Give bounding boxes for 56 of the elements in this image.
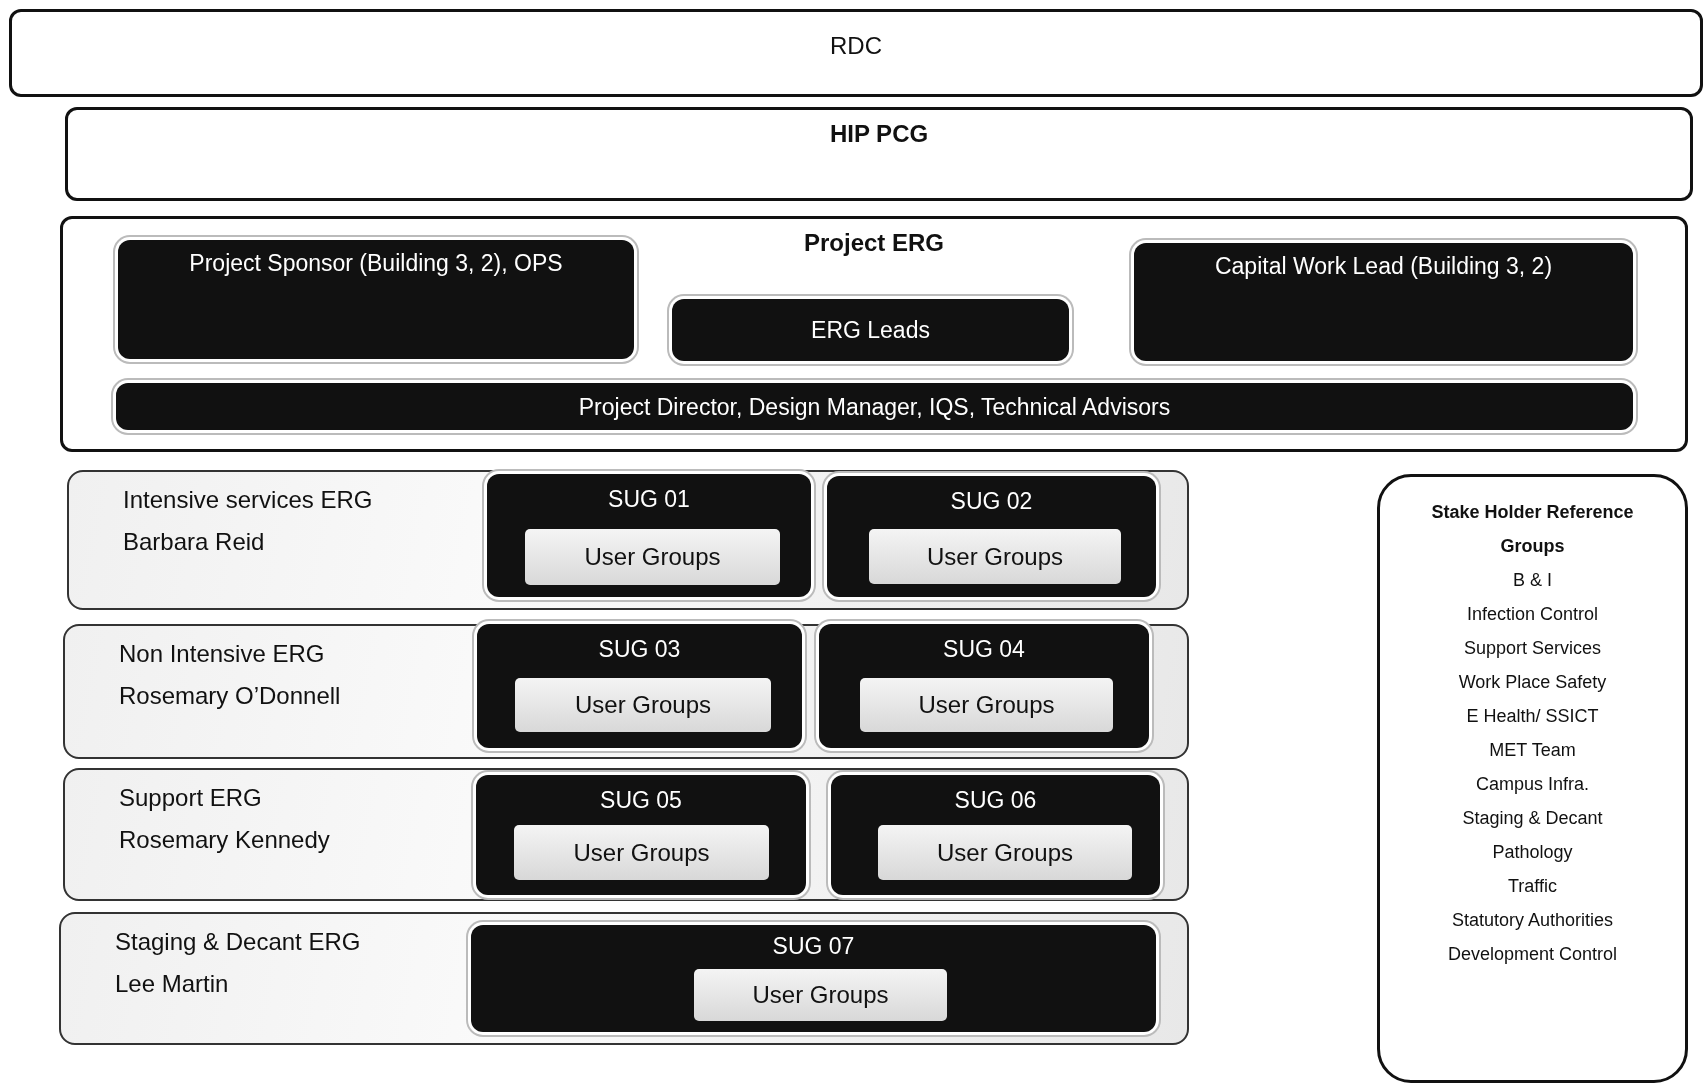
list-item: MET Team — [1488, 739, 1577, 762]
role-label: Capital Work Lead (Building 3, 2) — [1213, 253, 1554, 280]
user-group-box — [860, 678, 1113, 732]
group-title: Non Intensive ERG — [119, 640, 325, 668]
committee-box — [9, 9, 1703, 97]
group-title: Staging & Decant ERG — [115, 928, 361, 956]
heading: HIP PCG — [828, 120, 930, 148]
person-name: Rosemary O’Donnell — [119, 682, 341, 710]
group-title: Intensive services ERG — [123, 486, 373, 514]
person-name: Rosemary Kennedy — [119, 826, 330, 854]
user-group-box — [878, 825, 1132, 880]
list-item: Statutory Authorities — [1450, 909, 1615, 932]
user-group-box — [514, 825, 769, 880]
group-code: SUG 03 — [597, 636, 682, 663]
user-group-box — [525, 529, 780, 585]
group-code: SUG 07 — [771, 933, 856, 960]
role-label: ERG Leads — [810, 316, 931, 344]
heading: RDC — [829, 32, 883, 60]
group-code: SUG 02 — [949, 488, 1034, 515]
list-item: Infection Control — [1465, 603, 1600, 626]
list-item: Traffic — [1507, 875, 1558, 898]
group-code: SUG 05 — [599, 787, 683, 814]
group-code: SUG 06 — [953, 787, 1038, 814]
list-item: Work Place Safety — [1457, 671, 1608, 694]
group-label: User Groups — [935, 838, 1074, 867]
list-item: Support Services — [1462, 637, 1603, 660]
panel-heading: Stake Holder Reference Groups — [1430, 501, 1635, 558]
group-band — [63, 768, 1189, 901]
group-code: SUG 01 — [607, 486, 691, 513]
list-item: Pathology — [1491, 841, 1574, 864]
group-label: User Groups — [573, 691, 712, 719]
group-label: User Groups — [917, 691, 1056, 719]
group-band — [59, 912, 1189, 1045]
list-item: E Health/ SSICT — [1465, 705, 1600, 728]
list-item: Development Control — [1446, 943, 1619, 966]
role-label: Project Director, Design Manager, IQS, Technical Advisors — [577, 393, 1172, 420]
reference-panel — [1377, 474, 1688, 1083]
committee-box — [60, 216, 1688, 452]
group-label: User Groups — [925, 542, 1064, 571]
user-group-box — [515, 678, 771, 732]
person-name: Lee Martin — [115, 970, 229, 998]
group-title: Support ERG — [119, 784, 262, 812]
user-group-box — [869, 529, 1121, 584]
group-label: User Groups — [751, 981, 890, 1009]
heading: Project ERG — [802, 229, 945, 257]
group-band — [67, 470, 1189, 610]
person-name: Barbara Reid — [123, 528, 265, 556]
group-label: User Groups — [572, 838, 711, 867]
list-item: Campus Infra. — [1474, 773, 1590, 796]
user-group-box — [694, 969, 947, 1021]
committee-box — [65, 107, 1693, 201]
role-label: Project Sponsor (Building 3, 2), OPS — [188, 250, 564, 277]
group-label: User Groups — [583, 543, 722, 571]
list-item: Staging & Decant — [1461, 807, 1604, 830]
group-code: SUG 04 — [942, 636, 1026, 663]
list-item: B & I — [1512, 569, 1553, 592]
